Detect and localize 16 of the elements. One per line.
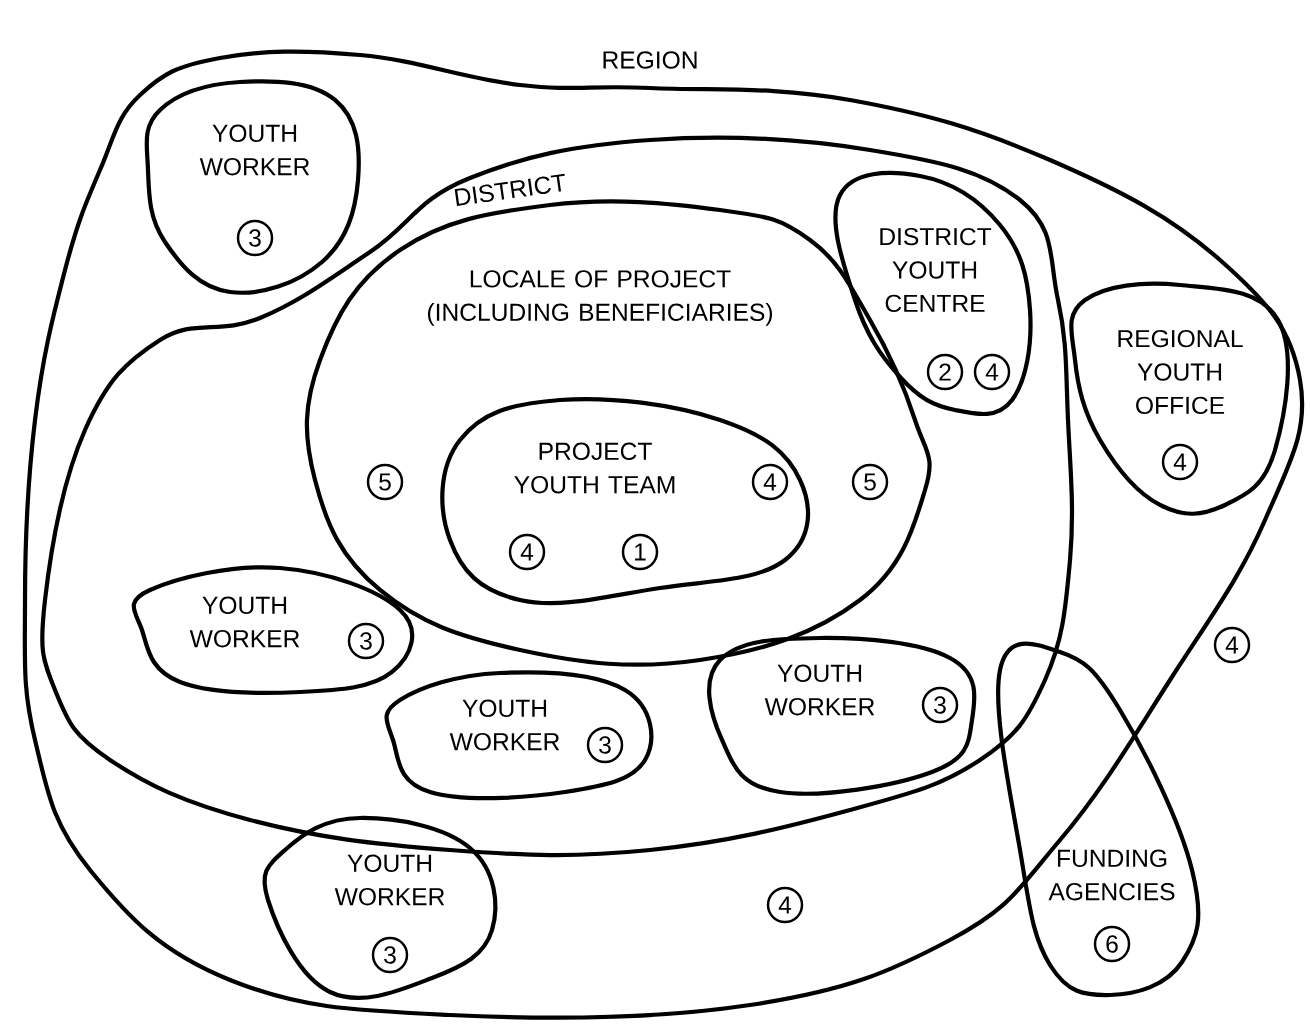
circled-number: 5 (851, 463, 889, 501)
circled-number: 5 (366, 463, 404, 501)
circled-number: 1 (621, 533, 659, 571)
circled-number: 3 (371, 936, 409, 974)
circled-number: 4 (1213, 626, 1251, 664)
circled-number: 4 (751, 463, 789, 501)
circled-number: 2 (926, 353, 964, 391)
circled-number: 6 (1093, 925, 1131, 963)
circled-number: 3 (586, 726, 624, 764)
circled-number: 4 (766, 886, 804, 924)
circled-number: 4 (508, 533, 546, 571)
circled-number: 4 (973, 353, 1011, 391)
circled-number: 3 (236, 219, 274, 257)
circled-number: 4 (1161, 443, 1199, 481)
circled-number: 3 (347, 622, 385, 660)
circled-number: 3 (921, 686, 959, 724)
